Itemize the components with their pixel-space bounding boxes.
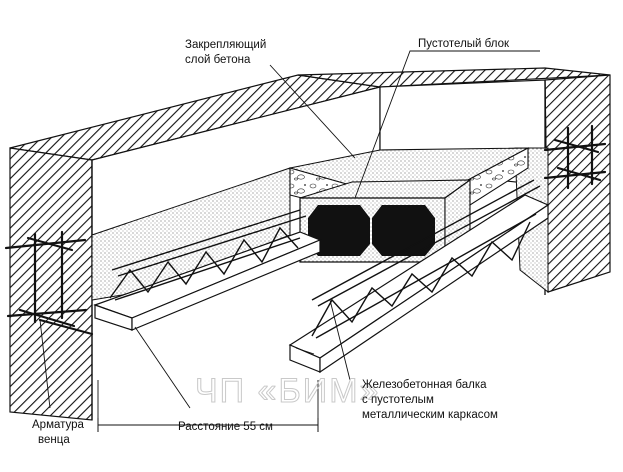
label-rebar-2: венца	[38, 434, 70, 446]
block-void-left	[308, 205, 370, 256]
ring-rebar-left	[4, 230, 94, 336]
label-rebar-1: Арматура	[32, 419, 85, 431]
label-beam-3: металлическим каркасом	[362, 409, 498, 421]
label-beam-1: Железобетонная балка	[362, 379, 487, 391]
left-beam	[93, 209, 322, 331]
hollow-block	[299, 178, 472, 264]
right-wall-top	[297, 67, 611, 88]
label-beam-2: с пустотелым	[362, 394, 434, 406]
leader-fixing-layer	[269, 64, 356, 159]
watermark-text: ЧП «БИМ»	[195, 372, 380, 410]
label-spacing: Расстояние 55 см	[178, 421, 273, 433]
label-fixing-layer-2: слой бетона	[185, 54, 251, 66]
leader-spacing	[134, 326, 191, 409]
block-void-right	[372, 205, 435, 256]
leader-hollow-block	[354, 50, 540, 199]
leader-rebar	[39, 319, 51, 409]
left-wall-face	[9, 147, 93, 421]
label-fixing-layer-1: Закрепляющий	[185, 39, 266, 51]
right-beam	[288, 179, 550, 374]
label-hollow-block: Пустотелый блок	[418, 38, 510, 50]
leader-beam	[329, 299, 351, 381]
right-wall-face	[544, 74, 611, 293]
ring-rebar-right	[543, 124, 607, 190]
